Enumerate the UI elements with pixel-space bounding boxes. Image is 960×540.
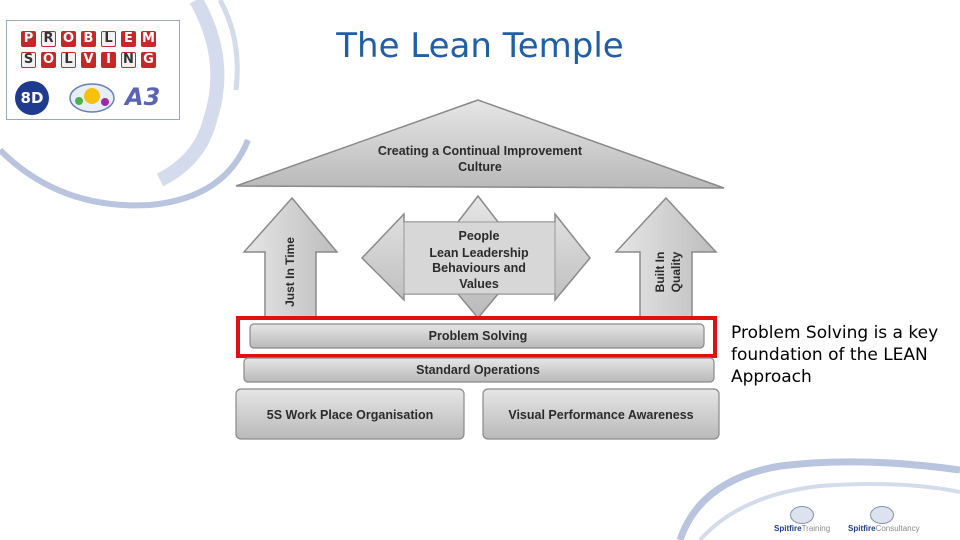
highlight-box [236, 316, 717, 358]
standard-operations-bar [243, 357, 715, 383]
logo-letter-tile: G [141, 52, 156, 68]
roof-shape [235, 99, 725, 189]
logo-letter-tile: O [41, 52, 56, 68]
quality-label: Quality [669, 251, 683, 292]
spitfire-consultancy-logo: SpitfireConsultancy [848, 524, 920, 533]
slide-title: The Lean Temple [336, 26, 624, 66]
logo-letter-tile: P [21, 31, 36, 47]
center-label-line3: Behaviours and [432, 261, 526, 275]
logo2-bold: Spitfire [848, 524, 876, 533]
logo-letter-tile: L [101, 31, 116, 47]
center-label-line2: Lean Leadership [429, 246, 529, 260]
5s-block [235, 388, 465, 440]
logo-letter-tile: L [61, 52, 76, 68]
logo-letter-tile: E [121, 31, 136, 47]
roof-label-line2: Culture [458, 160, 502, 174]
logo1-bold: Spitfire [774, 524, 802, 533]
visual-performance-label: Visual Performance Awareness [508, 408, 693, 422]
logo1-light: Training [801, 524, 831, 533]
just-in-time-label: Just In Time [283, 237, 297, 307]
cycle-icon [69, 83, 115, 113]
logo-letter-tile: B [81, 31, 96, 47]
center-label-line1: People [459, 229, 500, 243]
people-box [403, 221, 556, 295]
logo-letter-tile: N [121, 52, 136, 68]
visual-performance-block [482, 388, 720, 440]
footer-logos: SpitfireTraining SpitfireConsultancy [768, 506, 958, 540]
center-label-line4: Values [459, 277, 499, 291]
roof-label-line1: Creating a Continual Improvement [378, 144, 583, 158]
spitfire-consultancy-logo-icon [870, 506, 894, 524]
logo-letter-tile: V [81, 52, 96, 68]
a3-badge: A3 [125, 83, 161, 111]
8d-badge: 8D [15, 81, 49, 115]
5s-label: 5S Work Place Organisation [267, 408, 434, 422]
problem-solving-bar [249, 323, 705, 349]
standard-operations-label: Standard Operations [416, 363, 540, 377]
logo-letter-tile: S [21, 52, 36, 68]
spitfire-training-logo-icon [790, 506, 814, 524]
logo-letter-tile: I [101, 52, 116, 68]
logo-letter-tile: M [141, 31, 156, 47]
logo-letter-tile: R [41, 31, 56, 47]
built-in-label: Built In [653, 252, 667, 293]
logo2-light: Consultancy [875, 524, 920, 533]
logo-letter-tile: O [61, 31, 76, 47]
problem-solving-label: Problem Solving [429, 329, 528, 343]
side-note: Problem Solving is a key foundation of t… [731, 323, 939, 387]
spitfire-training-logo: SpitfireTraining [774, 524, 830, 533]
